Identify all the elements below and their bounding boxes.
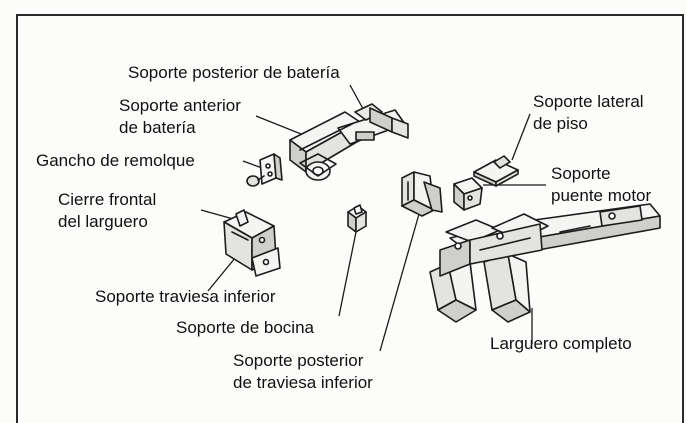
rear-crossmember-bracket-part <box>401 171 443 217</box>
label-soporte-anterior-bateria: Soporte anterior de batería <box>119 95 241 139</box>
label-text-line-1: Soporte <box>551 164 611 183</box>
leader-gancho-remolque <box>242 160 263 169</box>
label-soporte-traviesa-inferior: Soporte traviesa inferior <box>95 286 275 308</box>
label-text-line-2: puente motor <box>551 186 652 205</box>
label-gancho-remolque: Gancho de remolque <box>36 150 195 172</box>
leader-soporte-lateral-piso <box>511 113 531 161</box>
label-larguero-completo: Larguero completo <box>490 333 632 355</box>
label-text-line-1: Cierre frontal <box>58 190 157 209</box>
label-text: Soporte de bocina <box>176 318 314 337</box>
label-soporte-posterior-traviesa: Soporte posterior de traviesa inferior <box>233 350 373 394</box>
front-closure-part <box>223 209 281 277</box>
floor-side-bracket-part <box>473 155 519 187</box>
label-cierre-frontal: Cierre frontal del larguero <box>58 189 156 233</box>
label-text-line-2: de batería <box>119 118 196 137</box>
label-text-line-2: de traviesa inferior <box>233 373 373 392</box>
battery-bracket-part <box>289 103 409 181</box>
complete-side-member-part <box>429 203 661 323</box>
tow-hook-part <box>246 153 283 187</box>
engine-bridge-bracket-part <box>453 177 483 211</box>
label-text-line-1: Soporte anterior <box>119 96 241 115</box>
leader-soporte-posterior-traviesa <box>379 213 420 352</box>
label-soporte-posterior-bateria: Soporte posterior de batería <box>128 62 340 84</box>
label-text-line-1: Soporte lateral <box>533 92 644 111</box>
label-text: Soporte posterior de batería <box>128 63 340 82</box>
horn-bracket-part <box>347 204 367 233</box>
label-text-line-2: de piso <box>533 114 588 133</box>
label-soporte-lateral-piso: Soporte lateral de piso <box>533 91 644 135</box>
label-text-line-1: Soporte posterior <box>233 351 364 370</box>
label-text: Larguero completo <box>490 334 632 353</box>
label-soporte-puente-motor: Soporte puente motor <box>551 163 651 207</box>
label-text: Soporte traviesa inferior <box>95 287 276 306</box>
label-text: Gancho de remolque <box>36 151 195 170</box>
label-text-line-2: del larguero <box>58 212 148 231</box>
leader-soporte-bocina <box>338 231 357 317</box>
label-soporte-bocina: Soporte de bocina <box>176 317 314 339</box>
